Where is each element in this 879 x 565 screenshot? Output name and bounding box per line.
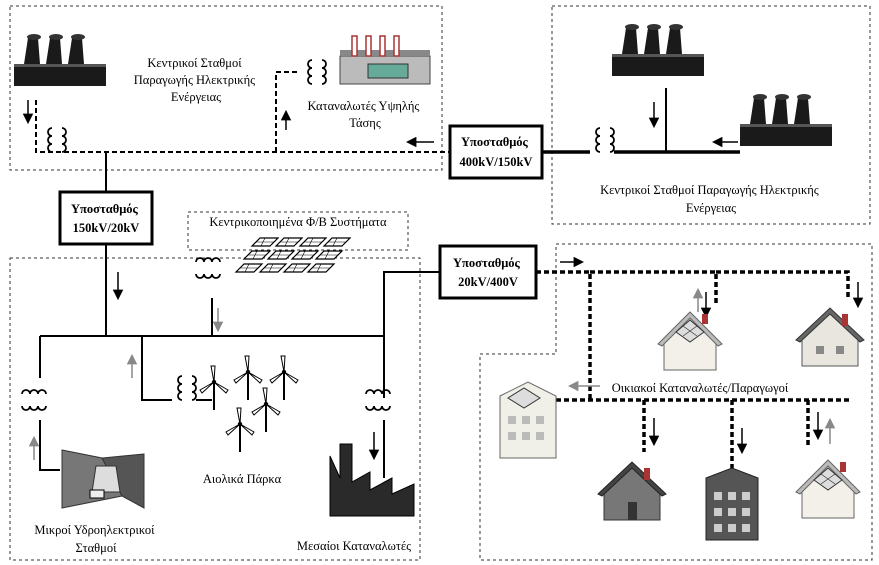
residential-label: Οικιακοί Καταναλωτές/Παραγωγοί [612,381,789,395]
hv-consumer-feeder [275,71,300,152]
wind-parks-label: Αιολικά Πάρκα [203,472,282,486]
transformer-pv-icon [195,257,221,279]
central-power-plant-right-bottom-icon [740,94,832,146]
central-right-label: Κεντρικοί Σταθμοί Παραγωγής Ηλεκτρικής Ε… [600,183,822,215]
central-power-plant-left-icon [14,34,106,86]
small-hydro-dam-icon [61,449,145,509]
apartment-building-icon [705,467,759,541]
solar-house-6-icon [795,459,861,519]
small-hydro-label: Μικροί Υδροηλεκτρικοί Σταθμοί [34,523,157,555]
central-power-plant-right-top-icon [612,24,704,76]
transformer-medium-consumers-icon [365,389,391,411]
pv-area-boundary [187,211,409,251]
hydro-feeder-bottom [39,420,60,471]
hv-consumer-factory-icon [339,35,431,85]
substation-400-150-label: Υποσταθμός 400kV/150kV [460,135,533,169]
hv-line-left [35,100,450,153]
substation-400-150-box [448,124,544,180]
line-bus-to-20-sub [383,271,440,336]
substation-150-20-box [58,190,154,246]
lv-line-house-1 [590,270,718,306]
wind-turbines-icon [199,355,299,453]
pv-panel-array-icon [235,237,351,273]
house-4-icon [597,461,667,521]
lv-line-house-2 [716,270,850,298]
transmission-area-right-boundary [551,5,871,225]
substation-150-20-label: Υποσταθμός 150kV/20kV [71,202,141,235]
central-left-label: Κεντρικοί Σταθμοί Παραγωγής Ηλεκτρικής Ε… [134,56,258,104]
pv-systems-label: Κεντρικοποιημένα Φ/Β Συστήματα [209,215,387,229]
lv-main-line [536,270,592,400]
transformer-hydro-icon [21,389,47,411]
solar-building-icon [499,381,557,459]
medium-consumer-factory-icon [329,443,415,517]
wind-feeder [141,336,172,401]
transformer-hv-consumer-icon [307,59,327,85]
transformer-right-icon [595,127,615,153]
solar-house-1-icon [657,311,723,371]
substation-20-400-box [438,244,538,300]
transformer-wind-icon [177,375,197,401]
hv-consumers-label: Καταναλωτές Υψηλής Τάσης [307,99,422,130]
substation-20-400-label: Υποσταθμός 20kV/400V [453,256,523,289]
transformer-plant-left-icon [47,127,67,153]
medium-consumers-label: Μεσαίοι Καταναλωτές [297,539,411,553]
transmission-area-left-boundary [9,5,443,171]
house-2-icon [795,307,865,367]
